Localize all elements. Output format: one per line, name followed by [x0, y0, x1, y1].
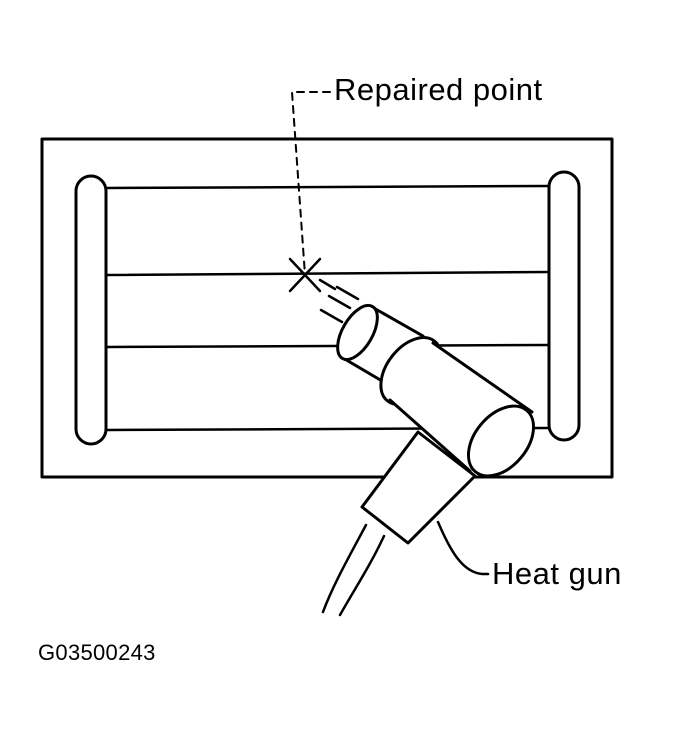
- repaired-point-label: Repaired point: [334, 72, 543, 107]
- hot-air-stream: [320, 280, 358, 322]
- heat-gun-body: [369, 326, 547, 488]
- heat-gun-label: Heat gun: [492, 556, 622, 591]
- grid-line-2: [106, 272, 549, 275]
- right-bus-bar: [549, 172, 579, 440]
- glass-panel: [42, 139, 612, 477]
- figure-id-label: G03500243: [38, 640, 156, 665]
- grid-line-3: [106, 345, 549, 347]
- heat-gun-cord: [323, 525, 384, 615]
- grid-line-1: [106, 186, 549, 188]
- heat-gun-handle: [362, 432, 475, 543]
- heat-gun-leader: [438, 522, 488, 574]
- left-bus-bar: [76, 176, 106, 444]
- repaired-point-leader: [292, 92, 330, 275]
